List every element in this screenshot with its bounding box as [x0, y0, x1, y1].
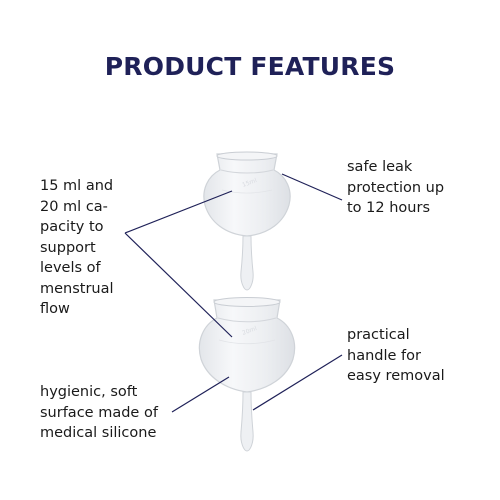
small-menstrual-cup: 15ml: [203, 151, 291, 291]
feature-handle-text: practical handle for easy removal: [347, 327, 445, 384]
svg-text:15ml: 15ml: [241, 177, 258, 189]
leader-line-handle: [252, 354, 343, 411]
leader-line-leak: [281, 173, 343, 201]
leader-line-hygienic: [171, 376, 230, 413]
leader-line-capacity-large: [124, 232, 233, 338]
leader-line-capacity-small: [124, 190, 233, 234]
feature-leak-protection-text: safe leak protection up to 12 hours: [347, 159, 445, 216]
svg-text:20ml: 20ml: [241, 325, 258, 337]
feature-capacity-text: 15 ml and 20 ml ca- pacity to support le…: [40, 178, 114, 317]
page-title: PRODUCT FEATURES: [104, 52, 396, 81]
large-menstrual-cup: 20ml: [198, 297, 296, 452]
feature-hygienic-surface-text: hygienic, soft surface made of medical s…: [40, 384, 158, 441]
leader-lines: [124, 173, 343, 413]
